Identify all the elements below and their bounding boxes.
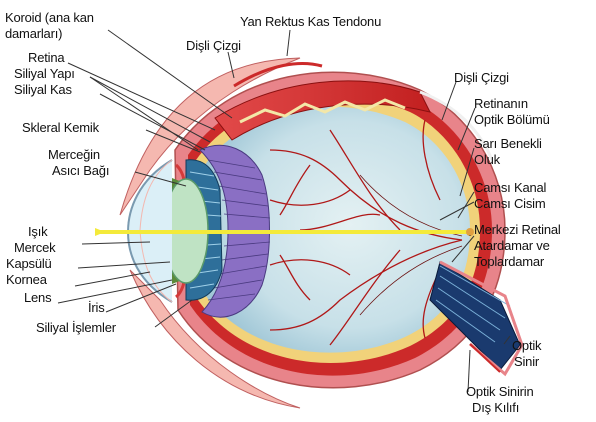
label-merkezi-retinal: Merkezi Retinal [474, 222, 561, 237]
label-retinanin: Retinanın [474, 96, 528, 111]
label-optik-sinirin: Optik Sinirin [466, 384, 533, 399]
label-koroid: Koroid (ana kan [5, 10, 94, 25]
label-dis-kilifi: Dış Kılıfı [472, 400, 519, 415]
label-siliyal-islemler: Siliyal İşlemler [36, 320, 116, 335]
label-siliyal-kas: Siliyal Kas [14, 82, 72, 97]
label-optik-bolumu: Optik Bölümü [474, 112, 550, 127]
label-lens: Lens [24, 290, 51, 305]
label-iris: İris [88, 300, 105, 315]
label-disli-cizgi-right: Dişli Çizgi [454, 70, 509, 85]
label-mercegin: Merceğin [48, 147, 100, 162]
label-camsi-kanal: Camsı Kanal [474, 180, 546, 195]
label-disli-cizgi-top: Dişli Çizgi [186, 38, 241, 53]
label-asici-bagi: Asıcı Bağı [52, 163, 109, 178]
label-koroid-2: damarları) [5, 26, 62, 41]
label-oluk: Oluk [474, 152, 500, 167]
label-kapsulu: Kapsülü [6, 256, 52, 271]
label-sari-benekli: Sarı Benekli [474, 136, 542, 151]
label-camsi-cisim: Camsı Cisim [474, 196, 545, 211]
label-yan-rektus: Yan Rektus Kas Tendonu [240, 14, 381, 29]
label-atardamar: Atardamar ve [474, 238, 550, 253]
label-mercek: Mercek [14, 240, 55, 255]
label-optik: Optik [512, 338, 541, 353]
label-sinir: Sinir [514, 354, 539, 369]
label-retina: Retina [28, 50, 64, 65]
label-toplardamar: Toplardamar [474, 254, 544, 269]
fovea-centralis [466, 228, 474, 236]
label-siliyal-yapi: Siliyal Yapı [14, 66, 75, 81]
label-isik: Işık [28, 224, 47, 239]
label-skleral-kemik: Skleral Kemik [22, 120, 99, 135]
label-kornea: Kornea [6, 272, 47, 287]
